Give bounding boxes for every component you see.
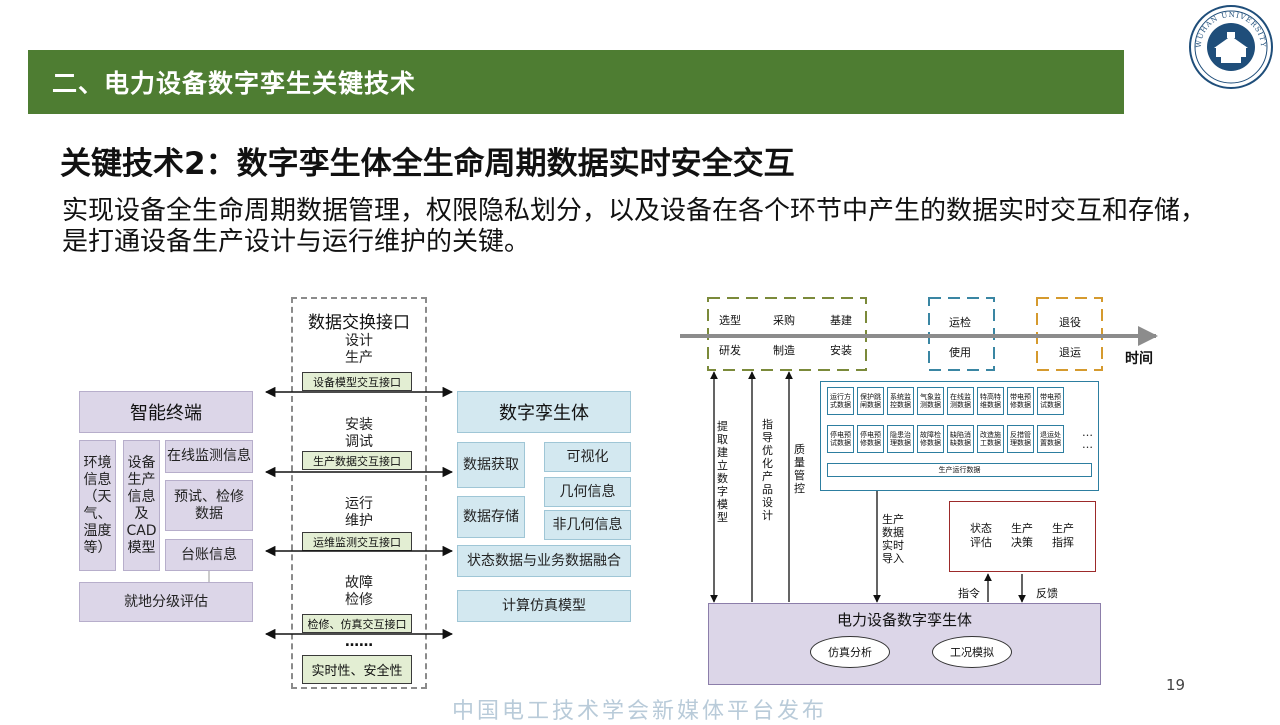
digital-twin-title: 数字孪生体 [457,391,631,433]
interface-column [291,297,427,689]
data-fusion: 状态数据与业务数据融合 [457,545,631,577]
data-cell: 停电预试数据 [827,425,854,453]
stage-4-line2: 检修 [345,592,373,608]
sim-analysis-node: 仿真分析 [810,636,890,668]
phase-5-bottom: 退运 [1059,346,1081,359]
production-data-bar: 生产运行数据 [827,463,1092,477]
data-cell: 退运处置数据 [1037,425,1064,453]
vertical-label-extract: 提取建立数字模型 [717,420,728,524]
vertical-label-guide: 指导优化产品设计 [762,418,773,522]
smart-terminal-title: 智能终端 [79,391,253,433]
data-row-2: 停电预试数据 停电预修数据 隐患治理数据 故障检修数据 缺陷消缺数据 改造施工数… [827,425,1064,453]
decision-command: 生产指挥 [1052,522,1074,549]
interface-title: 数据交换接口 [308,313,410,333]
decision-state-eval: 状态评估 [970,522,992,549]
timeline-label: 时间 [1125,351,1153,367]
data-storage: 数据存储 [457,496,525,538]
data-acquire: 数据获取 [457,442,525,488]
forecast-repair-data: 预试、检修数据 [165,480,253,531]
data-cell: 运行方式数据 [827,387,854,415]
title-banner [28,50,1124,114]
data-cell: 故障检修数据 [917,425,944,453]
phase-5-top: 退役 [1059,316,1081,329]
simulation-model: 计算仿真模型 [457,590,631,622]
data-cell: 缺陷消缺数据 [947,425,974,453]
feedback-label: 反馈 [1036,587,1058,600]
data-cell: 系统监控数据 [887,387,914,415]
local-grading: 就地分级评估 [79,582,253,622]
data-cell: 隐患治理数据 [887,425,914,453]
stage-1-line1: 设计 [345,333,373,349]
description-text: 实现设备全生命周期数据管理，权限隐私划分，以及设备在各个环节中产生的数据实时交互… [62,196,1207,257]
interface-label-4: 检修、仿真交互接口 [302,614,412,633]
section-title: 二、电力设备数字孪生关键技术 [52,69,417,98]
page-number: 19 [1166,676,1186,694]
phase-4-bottom: 使用 [949,346,971,359]
decision-production: 生产决策 [1011,522,1033,549]
stage-4-line1: 故障 [345,575,373,591]
power-twin-box [708,603,1101,685]
visualization: 可视化 [544,442,631,472]
stage-2-line1: 安装 [345,417,373,433]
env-info: 环境信息（天气、温度等） [79,440,116,571]
data-cell: 气象监测数据 [917,387,944,415]
stage-2-line2: 调试 [345,434,373,450]
interface-label-2: 生产数据交互接口 [302,451,412,470]
data-cell: 带电预试数据 [1037,387,1064,415]
data-ellipsis-1: … [1082,426,1093,439]
data-cell: 反措管理数据 [1007,425,1034,453]
import-label: 生产数据实时导入 [882,513,904,565]
data-cell: 保护跳闸数据 [857,387,884,415]
phase-3-bottom: 安装 [830,344,852,357]
phase-1-bottom: 研发 [719,344,741,357]
vertical-label-quality: 质量管控 [794,443,805,495]
phase-1-top: 选型 [719,314,741,327]
phase-2-bottom: 制造 [773,344,795,357]
phase-3-top: 基建 [830,314,852,327]
data-ellipsis-2: … [1082,438,1093,451]
command-label: 指令 [958,587,980,600]
page-subtitle: 关键技术2：数字孪生体全生命周期数据实时安全交互 [60,146,795,182]
condition-sim-node: 工况模拟 [932,636,1012,668]
phase-2-top: 采购 [773,314,795,327]
data-cell: 特高特维数据 [977,387,1004,415]
ledger-info: 台账信息 [165,539,253,571]
device-info: 设备生产信息及CAD模型 [123,440,160,571]
data-cell: 在线监测数据 [947,387,974,415]
geometric-info: 几何信息 [544,477,631,507]
phase-4-top: 运检 [949,316,971,329]
watermark: 中国电工技术学会新媒体平台发布 [452,699,828,724]
data-row-1: 运行方式数据 保护跳闸数据 系统监控数据 气象监测数据 在线监测数据 特高特维数… [827,387,1064,415]
stage-3-line1: 运行 [345,496,373,512]
power-twin-title: 电力设备数字孪生体 [836,611,972,629]
data-cell: 带电预修数据 [1007,387,1034,415]
stage-3-line2: 维护 [345,513,373,529]
data-cell: 停电预修数据 [857,425,884,453]
data-panel [820,381,1099,491]
stage-1-line2: 生产 [345,350,373,366]
nongeometric-info: 非几何信息 [544,510,631,540]
online-monitor-info: 在线监测信息 [165,440,253,473]
realtime-security-label: 实时性、安全性 [302,655,412,684]
university-logo: WUHAN UNIVERSITY [1189,5,1273,89]
decision-box [949,501,1096,572]
data-cell: 改造施工数据 [977,425,1004,453]
